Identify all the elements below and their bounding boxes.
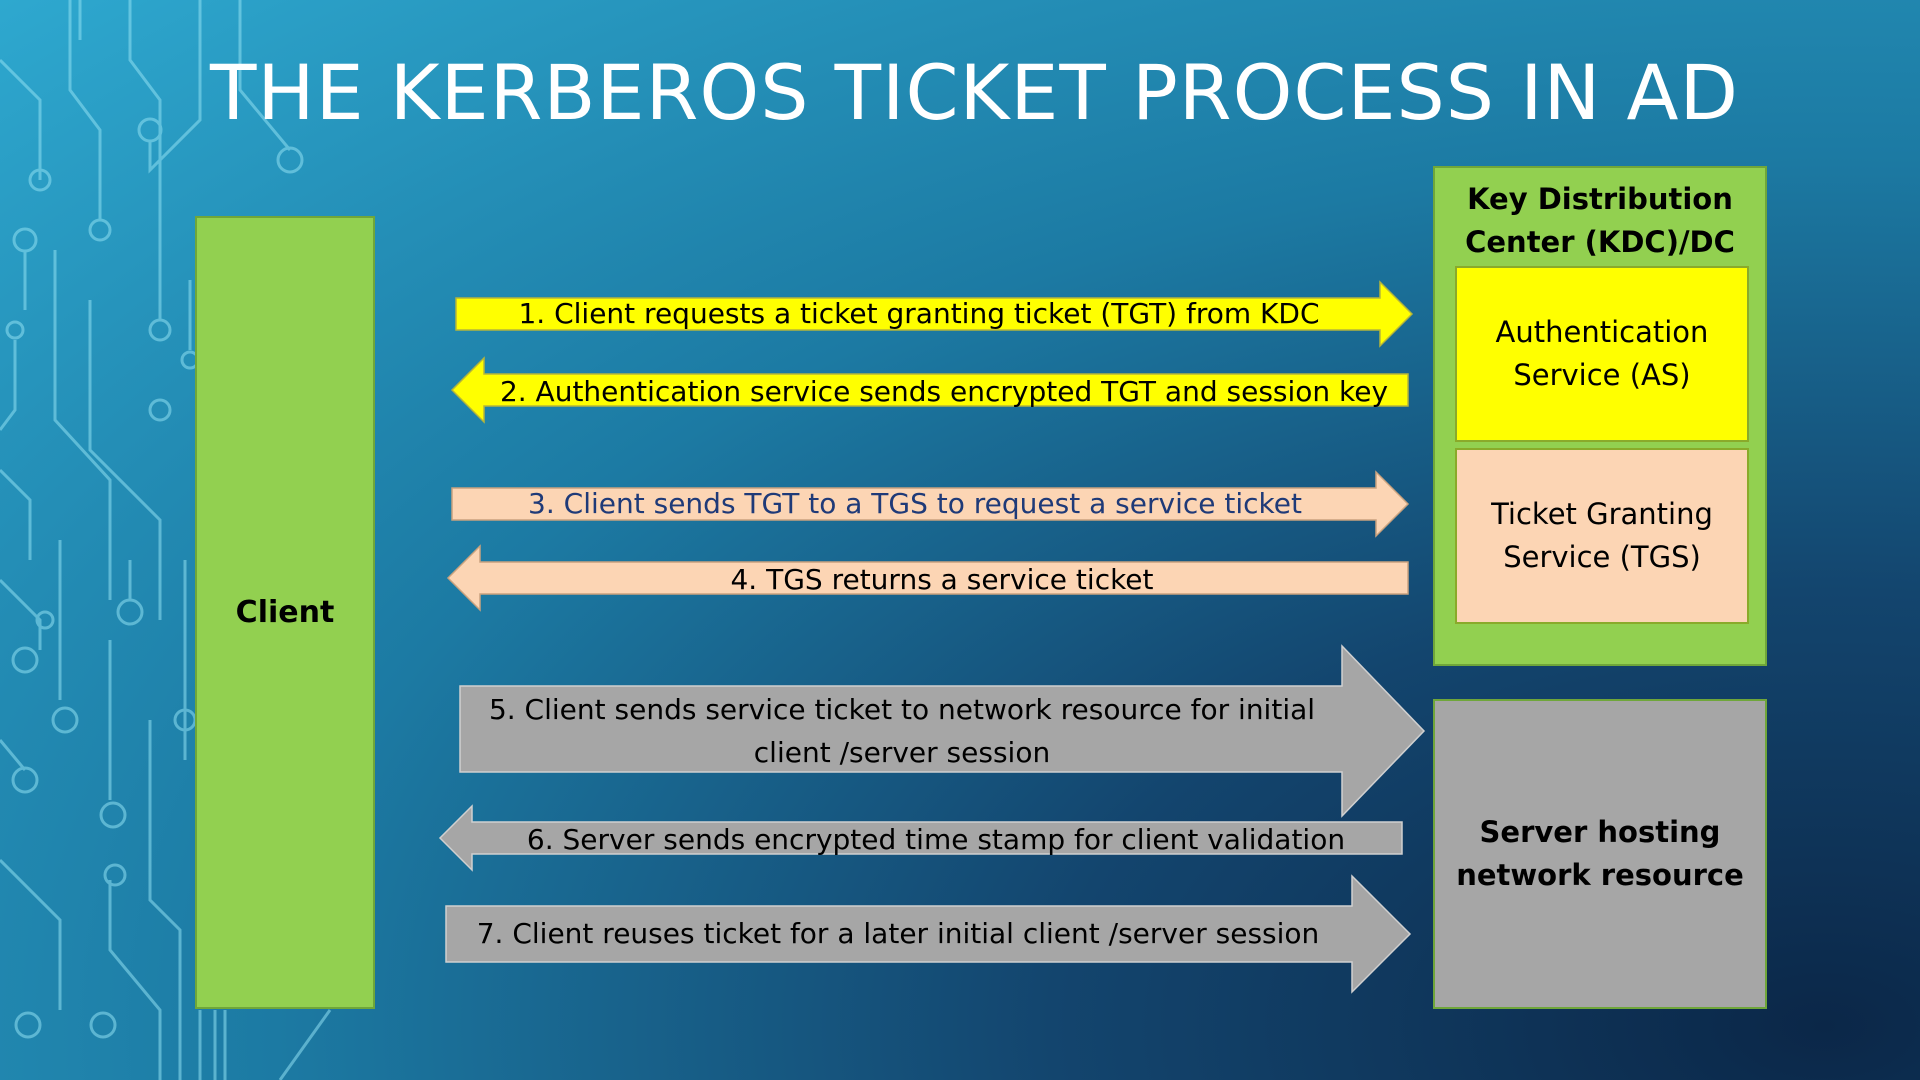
step-6-arrow: 6. Server sends encrypted time stamp for… bbox=[438, 804, 1403, 872]
left-arrow-icon bbox=[446, 544, 1409, 612]
left-arrow-icon bbox=[450, 356, 1409, 424]
step-5-label-line2: client /server session bbox=[753, 736, 1051, 769]
ticket-granting-service-box: Ticket Granting Service (TGS) bbox=[1455, 448, 1749, 624]
server-line2: network resource bbox=[1456, 858, 1744, 892]
step-3-arrow: 3. Client sends TGT to a TGS to request … bbox=[451, 470, 1410, 538]
step-2-label: 2. Authentication service sends encrypte… bbox=[499, 375, 1389, 408]
step-7-arrow: 7. Client reuses ticket for a later init… bbox=[445, 874, 1412, 994]
step-1-label: 1. Client requests a ticket granting tic… bbox=[518, 297, 1320, 330]
kdc-title-line1: Key Distribution bbox=[1467, 182, 1733, 216]
authentication-service-box: Authentication Service (AS) bbox=[1455, 266, 1749, 442]
step-5-label-line1: 5. Client sends service ticket to networ… bbox=[488, 693, 1316, 726]
step-4-arrow: 4. TGS returns a service ticket bbox=[446, 544, 1409, 612]
right-arrow-icon bbox=[451, 470, 1410, 538]
step-7-label: 7. Client reuses ticket for a later init… bbox=[476, 917, 1320, 950]
kdc-title: Key Distribution Center (KDC)/DC bbox=[1435, 178, 1765, 264]
as-line2: Service (AS) bbox=[1513, 358, 1691, 392]
client-label: Client bbox=[235, 595, 335, 630]
right-arrow-icon bbox=[455, 280, 1414, 348]
server-line1: Server hosting bbox=[1479, 815, 1721, 849]
right-arrow-icon bbox=[445, 874, 1412, 994]
tgs-line1: Ticket Granting bbox=[1491, 497, 1713, 531]
client-box: Client bbox=[195, 216, 375, 1009]
kdc-title-line2: Center (KDC)/DC bbox=[1465, 225, 1735, 259]
circuit-board-decoration bbox=[0, 0, 332, 1080]
step-2-arrow: 2. Authentication service sends encrypte… bbox=[450, 356, 1409, 424]
kdc-box: Key Distribution Center (KDC)/DC Authent… bbox=[1433, 166, 1767, 666]
tgs-line2: Service (TGS) bbox=[1503, 540, 1701, 574]
step-6-label: 6. Server sends encrypted time stamp for… bbox=[526, 823, 1346, 856]
step-3-label: 3. Client sends TGT to a TGS to request … bbox=[528, 487, 1302, 520]
page-title: THE KERBEROS TICKET PROCESS IN AD bbox=[210, 48, 1740, 137]
step-1-arrow: 1. Client requests a ticket granting tic… bbox=[455, 280, 1414, 348]
step-4-label: 4. TGS returns a service ticket bbox=[730, 563, 1154, 596]
step-5-arrow: 5. Client sends service ticket to networ… bbox=[459, 644, 1426, 818]
server-box: Server hosting network resource bbox=[1433, 699, 1767, 1009]
as-line1: Authentication bbox=[1495, 315, 1709, 349]
left-arrow-icon bbox=[438, 804, 1403, 872]
right-arrow-icon bbox=[459, 644, 1426, 818]
step-5-label: 5. Client sends service ticket to networ… bbox=[460, 688, 1424, 774]
